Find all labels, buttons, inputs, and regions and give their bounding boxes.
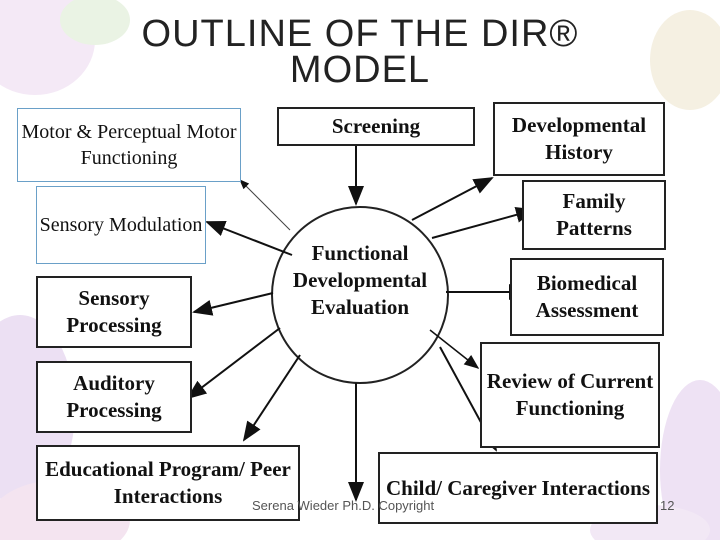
developmental-history-box: Developmental History — [493, 102, 665, 176]
center-evaluation-label: Functional Developmental Evaluation — [292, 241, 428, 319]
evaluation-circle — [271, 206, 449, 384]
sensory-modulation-box: Sensory Modulation — [36, 186, 206, 264]
child-caregiver-box: Child/ Caregiver Interactions — [378, 452, 658, 524]
page-number: 12 — [660, 498, 675, 513]
educational-program-box: Educational Program/ Peer Interactions — [36, 445, 300, 521]
motor-functioning-box: Motor & Perceptual Motor Functioning — [17, 108, 241, 182]
sensory-processing-box: Sensory Processing — [36, 276, 192, 348]
family-patterns-box: Family Patterns — [522, 180, 666, 250]
page-title: OUTLINE OF THE DIR® MODEL — [141, 13, 579, 91]
screening-box: Screening — [277, 107, 475, 146]
copyright-footer: Serena Wieder Ph.D. Copyright — [252, 498, 435, 513]
review-functioning-box: Review of Current Functioning — [480, 342, 660, 448]
biomedical-assessment-box: Biomedical Assessment — [510, 258, 664, 336]
auditory-processing-box: Auditory Processing — [36, 361, 192, 433]
